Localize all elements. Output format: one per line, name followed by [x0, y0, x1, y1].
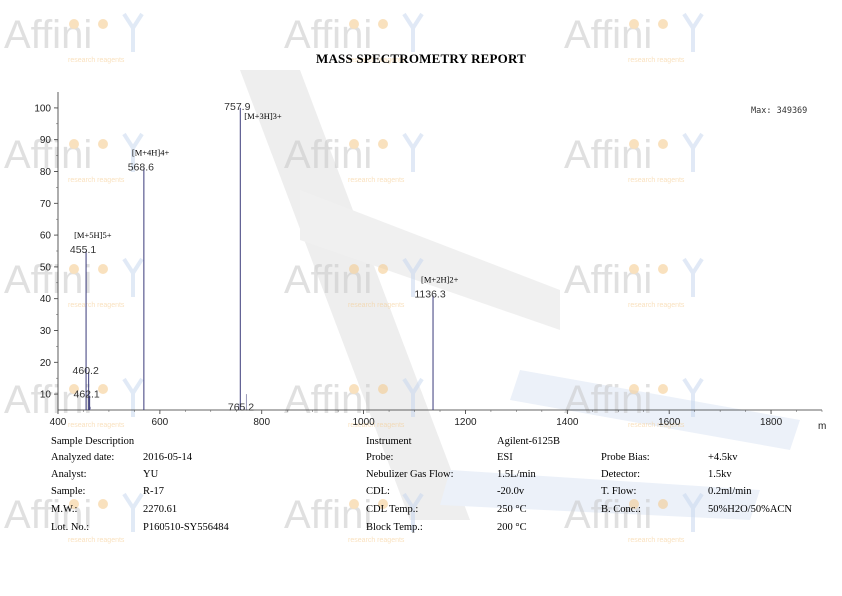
lot-value: P160510-SY556484	[143, 522, 229, 533]
cdl-value: -20.0v	[497, 486, 525, 497]
analyst-value: YU	[143, 469, 159, 480]
y-tick-label: 50	[40, 262, 52, 273]
sample-label: Sample:	[51, 486, 86, 497]
y-tick-label: 10	[40, 390, 52, 401]
y-tick-label: 20	[40, 358, 52, 369]
report-title: MASS SPECTROMETRY REPORT	[316, 51, 526, 66]
mw-label: M.W.:	[51, 504, 78, 515]
peak-mz-label: 460.2	[73, 365, 99, 377]
y-tick-label: 60	[40, 231, 52, 242]
probe-bias-value: +4.5kv	[708, 452, 738, 463]
y-tick-label: 70	[40, 199, 52, 210]
cdl-label: CDL:	[366, 486, 390, 497]
probe-bias-label: Probe Bias:	[601, 452, 650, 463]
block-temp-label: Block Temp.:	[366, 522, 423, 533]
x-tick-label: 1000	[352, 417, 375, 428]
peaks: 455.1 [M+5H]5+ 460.2 462.1 568.6 [M+4H]4+ 757.…	[70, 101, 459, 414]
x-tick-label: 1200	[454, 417, 477, 428]
x-tick-label: 1800	[760, 417, 783, 428]
lot-label: Lot. No.:	[51, 522, 90, 533]
x-axis-unit: m	[818, 421, 826, 432]
cdl-temp-label: CDL Temp.:	[366, 504, 419, 515]
t-flow-label: T. Flow:	[601, 486, 637, 497]
y-tick-label: 100	[34, 103, 51, 114]
instrument-label: Instrument	[366, 436, 412, 447]
probe-label: Probe:	[366, 452, 394, 463]
peak-mz-label: 765.2	[228, 401, 254, 413]
peak-mz-label: 462.1	[73, 389, 99, 401]
ion-annotation: [M+3H]3+	[244, 111, 282, 121]
x-tick-label: 400	[50, 417, 67, 428]
sample-description-heading: Sample Description	[51, 436, 135, 447]
x-tick-label: 1400	[556, 417, 579, 428]
mw-value: 2270.61	[143, 504, 178, 515]
ion-annotation: [M+4H]4+	[132, 147, 170, 157]
x-tick-label: 600	[152, 417, 169, 428]
max-intensity-label: Max: 349369	[751, 106, 807, 116]
y-tick-label: 30	[40, 326, 52, 337]
nebulizer-label: Nebulizer Gas Flow:	[366, 469, 454, 480]
x-tick-label: 800	[253, 417, 270, 428]
analyst-label: Analyst:	[51, 469, 87, 480]
peak-mz-label: 1136.3	[414, 289, 445, 301]
x-tick-label: 1600	[658, 417, 681, 428]
cdl-temp-value: 250 °C	[497, 504, 527, 515]
y-tick-label: 90	[40, 135, 52, 146]
t-flow-value: 0.2ml/min	[708, 486, 752, 497]
ion-annotation: [M+5H]5+	[74, 230, 112, 240]
y-ticks: 10 20 30 40 50 60 70 80 90 100	[34, 103, 58, 401]
analyzed-date-value: 2016-05-14	[143, 452, 192, 463]
peak-mz-label: 568.6	[128, 161, 154, 173]
minor-peaks	[89, 394, 247, 410]
y-tick-label: 40	[40, 294, 52, 305]
nebulizer-value: 1.5L/min	[497, 469, 536, 480]
detector-label: Detector:	[601, 469, 641, 480]
b-conc-value: 50%H2O/50%ACN	[708, 504, 792, 515]
instrument-value: Agilent-6125B	[497, 436, 560, 447]
peak-mz-label: 757.9	[224, 101, 250, 113]
probe-value: ESI	[497, 452, 513, 463]
b-conc-label: B. Conc.:	[601, 504, 641, 515]
analyzed-date-label: Analyzed date:	[51, 452, 115, 463]
peak-mz-label: 455.1	[70, 244, 96, 256]
sample-value: R-17	[143, 486, 164, 497]
mass-spectrum-chart: 10 20 30 40 50 60 70 80 90 100 400 600 800 1000 1200 1…	[34, 92, 826, 432]
ion-annotation: [M+2H]2+	[421, 275, 459, 285]
detector-value: 1.5kv	[708, 469, 732, 480]
y-tick-label: 80	[40, 167, 52, 178]
block-temp-value: 200 °C	[497, 522, 527, 533]
x-ticks: 400 600 800 1000 1200 1400 1600 1800	[50, 410, 823, 428]
